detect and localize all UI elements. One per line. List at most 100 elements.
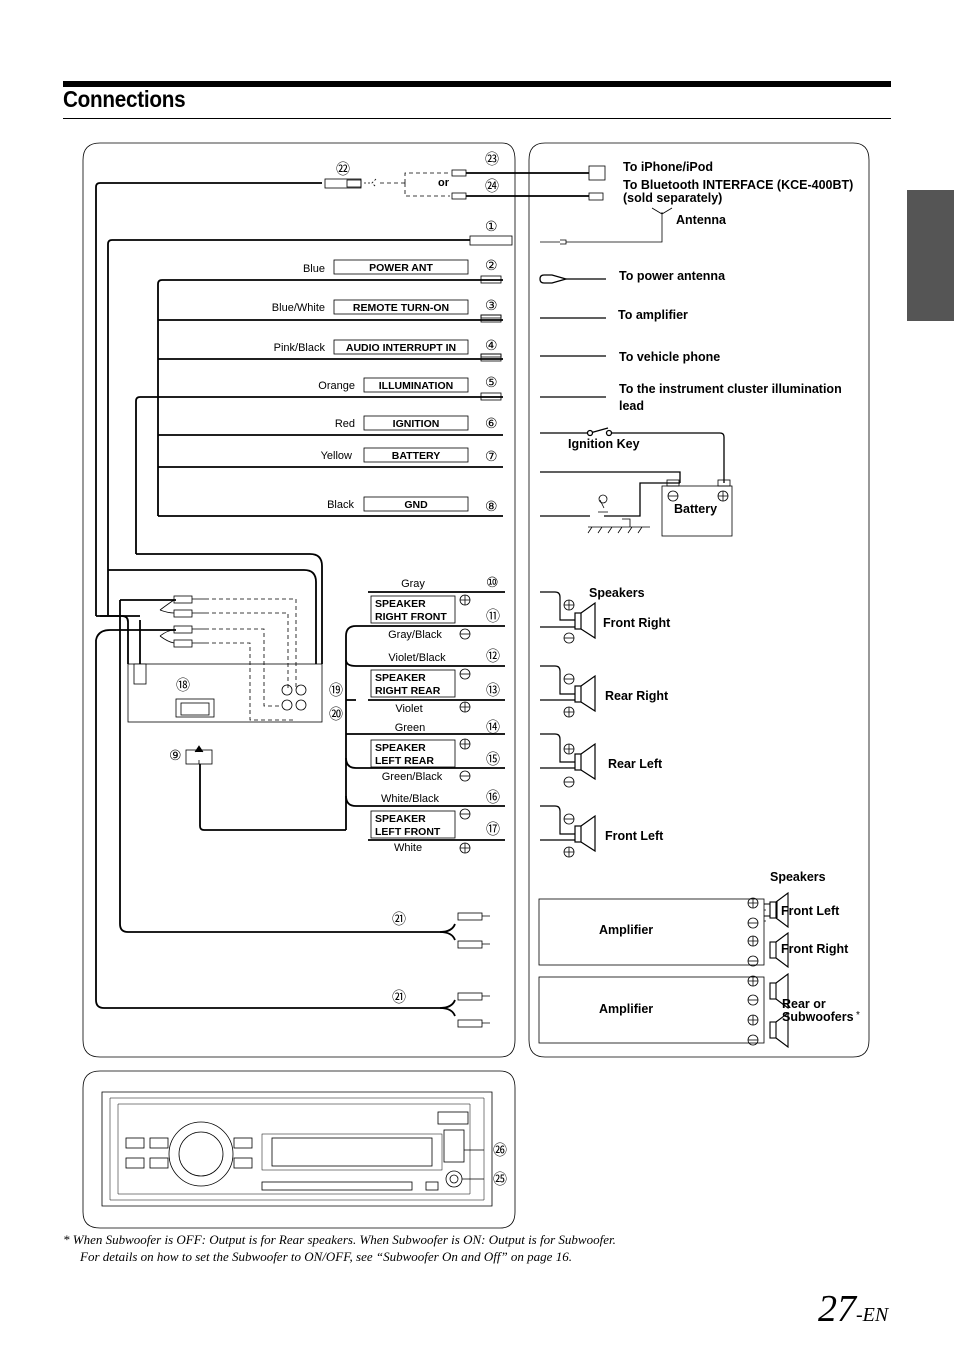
page-number-value: 27 xyxy=(818,1288,856,1330)
spk-color-white-black: White/Black xyxy=(381,793,440,805)
spk-color-green: Green xyxy=(395,722,426,734)
wire-label-battery: BATTERY xyxy=(392,450,440,462)
label-rear-left: Rear Left xyxy=(608,757,663,771)
label-ignition-key: Ignition Key xyxy=(568,437,640,451)
num-10: ⑩ xyxy=(486,574,499,590)
wire-label-gnd: GND xyxy=(404,499,428,511)
spk-label-lr-2: LEFT REAR xyxy=(375,755,434,767)
page-number-suffix: -EN xyxy=(856,1304,889,1326)
label-instrument-1: To the instrument cluster illumination xyxy=(619,382,842,396)
num-23: ㉓ xyxy=(485,151,499,167)
wire-pins xyxy=(480,275,502,401)
num-15: ⑮ xyxy=(486,751,500,767)
wire-color-black: Black xyxy=(327,499,354,511)
num-19: ⑲ xyxy=(329,682,343,698)
amp-speakers xyxy=(764,891,789,1049)
spk-label-rr-1: SPEAKER xyxy=(375,672,426,684)
num-7: ⑦ xyxy=(485,448,498,464)
head-unit-rear xyxy=(127,663,323,765)
spk-label-lf-2: LEFT FRONT xyxy=(375,826,441,838)
wire-color-pink-black: Pink/Black xyxy=(274,342,326,354)
num-22: ㉒ xyxy=(336,161,350,177)
preout-plugs xyxy=(457,912,490,1028)
num-5: ⑤ xyxy=(485,374,498,390)
label-subwoofers: Subwoofers xyxy=(782,1010,854,1024)
num-14: ⑭ xyxy=(486,719,500,735)
wire-label-audio-interrupt-in: AUDIO INTERRUPT IN xyxy=(346,342,456,354)
wire-color-orange: Orange xyxy=(318,380,355,392)
num-24: ㉔ xyxy=(485,178,499,194)
label-speakers: Speakers xyxy=(589,586,645,600)
wire-color-blue: Blue xyxy=(303,263,325,275)
label-rear-right: Rear Right xyxy=(605,689,669,703)
speaker-polarity xyxy=(563,599,575,858)
label-rear-or: Rear or xyxy=(782,997,826,1011)
wire-label-power-ant: POWER ANT xyxy=(369,262,433,274)
label-vehicle-phone: To vehicle phone xyxy=(619,350,720,364)
spk-label-rr-2: RIGHT REAR xyxy=(375,685,441,697)
antenna-connector xyxy=(469,207,673,246)
label-amp-front-right: Front Right xyxy=(781,942,849,956)
spk-color-white: White xyxy=(394,842,422,854)
wire-label-ignition: IGNITION xyxy=(393,418,440,430)
speaker-symbols xyxy=(540,591,596,853)
label-amplifier: To amplifier xyxy=(618,308,688,322)
spk-color-violet: Violet xyxy=(395,703,422,715)
label-front-left: Front Left xyxy=(605,829,664,843)
num-26: ㉖ xyxy=(493,1142,507,1158)
num-3: ③ xyxy=(485,297,498,313)
polarity-symbols xyxy=(459,594,471,854)
num-13: ⑬ xyxy=(486,682,500,698)
right-panel-outline xyxy=(528,142,870,1058)
harness-wires xyxy=(95,182,503,1017)
label-antenna: Antenna xyxy=(676,213,727,227)
wire-color-red: Red xyxy=(335,418,355,430)
label-instrument-2: lead xyxy=(619,399,644,413)
label-front-right: Front Right xyxy=(603,616,671,630)
spk-color-gray: Gray xyxy=(401,578,425,590)
label-bluetooth-1: To Bluetooth INTERFACE (KCE-400BT) xyxy=(623,178,853,192)
num-11: ⑪ xyxy=(486,608,500,624)
bottom-panel-outline xyxy=(82,1070,516,1229)
num-25: ㉕ xyxy=(493,1171,507,1187)
rca-connectors xyxy=(159,595,307,721)
label-iphone: To iPhone/iPod xyxy=(623,160,713,174)
num-18: ⑱ xyxy=(176,677,190,693)
num-20: ⑳ xyxy=(329,706,343,722)
right-panel-wires xyxy=(539,274,725,517)
amp-polarity xyxy=(747,897,759,1046)
or-label: or xyxy=(438,177,450,189)
page-title: Connections xyxy=(63,86,186,112)
spk-color-green-black: Green/Black xyxy=(382,771,443,783)
battery-symbol xyxy=(587,479,733,537)
usb-connectors xyxy=(324,165,606,201)
label-amplifier-2: Amplifier xyxy=(599,1002,653,1016)
section-tab xyxy=(907,190,954,321)
label-battery: Battery xyxy=(674,502,717,516)
num-4: ④ xyxy=(485,337,498,353)
wire-color-blue-white: Blue/White xyxy=(272,302,325,314)
label-power-antenna: To power antenna xyxy=(619,269,726,283)
spk-label-lr-1: SPEAKER xyxy=(375,742,426,754)
spk-label-lf-1: SPEAKER xyxy=(375,813,426,825)
num-12: ⑫ xyxy=(486,648,500,664)
label-bluetooth-2: (sold separately) xyxy=(623,191,722,205)
num-9: ⑨ xyxy=(169,747,182,763)
label-amp-front-left: Front Left xyxy=(781,904,840,918)
faceplate xyxy=(101,1091,493,1207)
label-speakers-2: Speakers xyxy=(770,870,826,884)
num-8: ⑧ xyxy=(485,498,498,514)
top-rule xyxy=(63,81,891,87)
label-asterisk: * xyxy=(856,1010,860,1021)
title-rule xyxy=(63,118,891,119)
spk-color-violet-black: Violet/Black xyxy=(388,652,446,664)
amplifier-boxes xyxy=(538,898,766,1044)
spk-label-rf-1: SPEAKER xyxy=(375,598,426,610)
left-panel-outline xyxy=(82,142,516,1058)
spk-color-gray-black: Gray/Black xyxy=(388,629,442,641)
wire-label-boxes xyxy=(333,259,469,512)
num-16: ⑯ xyxy=(486,789,500,805)
num-21a: ㉑ xyxy=(392,911,406,927)
footnote-line-2: For details on how to set the Subwoofer … xyxy=(80,1249,572,1264)
